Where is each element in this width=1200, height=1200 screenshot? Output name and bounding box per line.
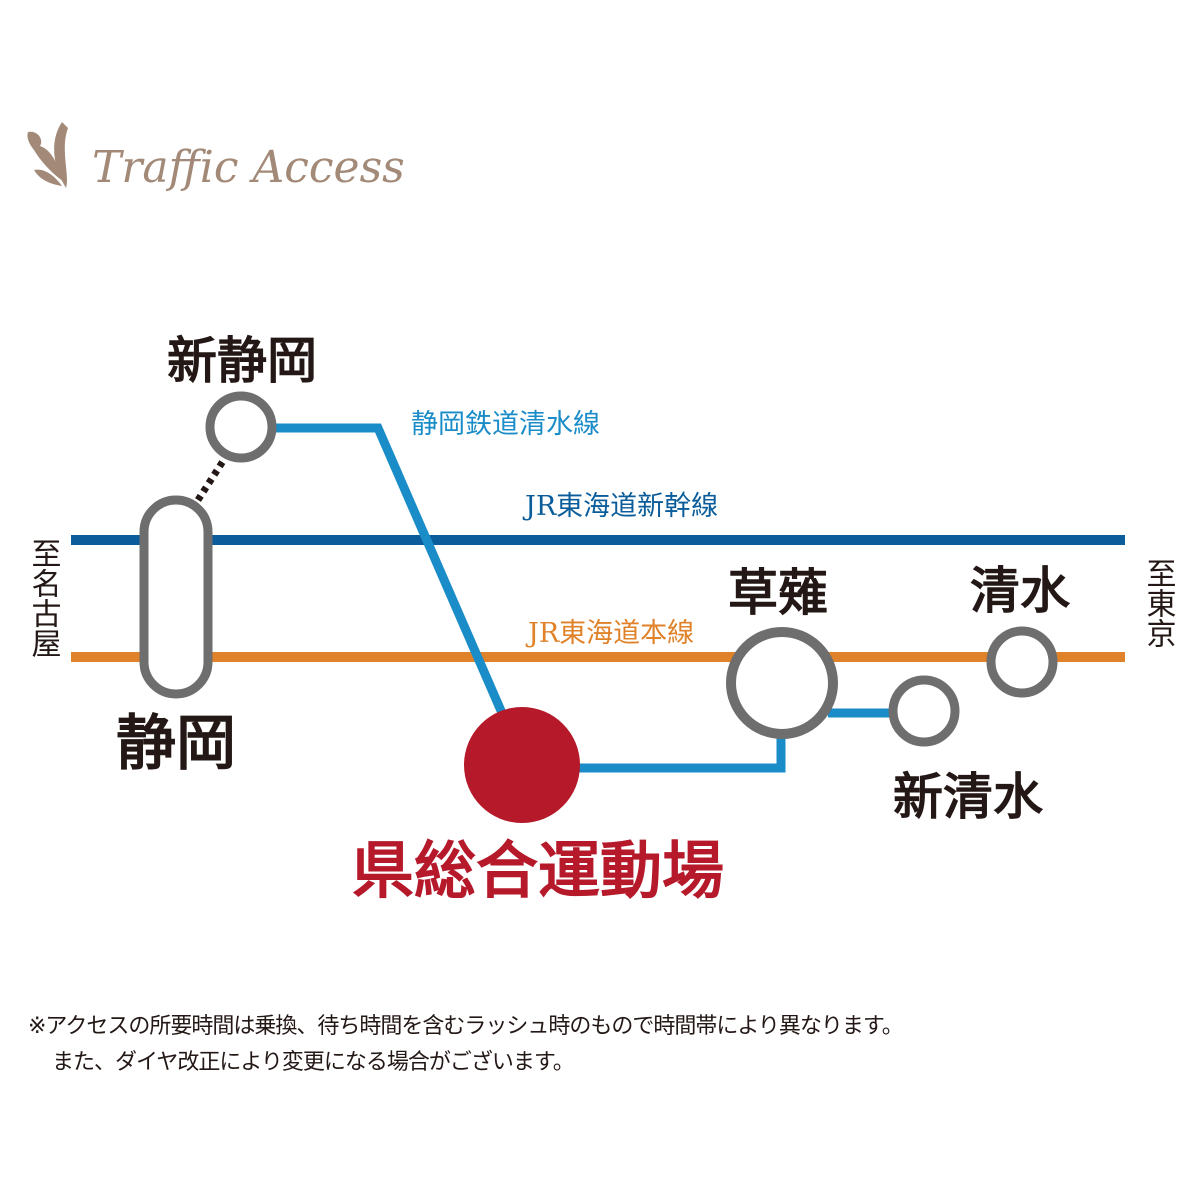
- station-shin-shizuoka-label: 新静岡: [167, 331, 317, 390]
- station-shimizu-marker[interactable]: [986, 626, 1058, 698]
- access-line: [578, 732, 786, 773]
- leaf-ornament-icon: [27, 122, 68, 188]
- station-shin-shizuoka-marker[interactable]: [205, 391, 277, 463]
- direction-east-label: 至東京: [1141, 558, 1176, 648]
- destination-label: 県総合運動場: [352, 834, 724, 907]
- direction-west-label: 至名古屋: [26, 538, 61, 658]
- station-shin-shimizu-label: 新清水: [893, 767, 1044, 826]
- tokaido-label: JR東海道本線: [525, 618, 694, 649]
- footnote-line-2: また、ダイヤ改正により変更になる場合がございます。: [52, 1050, 575, 1075]
- station-shizuoka-marker[interactable]: [139, 495, 213, 699]
- shizutetsu-label: 静岡鉄道清水線: [411, 409, 600, 440]
- footnote-line-1: ※アクセスの所要時間は乗換、待ち時間を含むラッシュ時のもので時間帯により異なりま…: [28, 1014, 904, 1039]
- walking-connection: [195, 456, 228, 502]
- header-title: Traffic Access: [92, 142, 405, 193]
- station-kusanagi-label: 草薙: [728, 563, 828, 622]
- shizutetsu-line: [272, 423, 510, 722]
- station-shin-shimizu-marker[interactable]: [888, 675, 960, 747]
- destination-marker[interactable]: [464, 707, 580, 823]
- station-shimizu-label: 清水: [970, 561, 1071, 620]
- station-shizuoka-label: 静岡: [116, 709, 236, 779]
- station-kusanagi-marker[interactable]: [726, 627, 838, 739]
- shinkansen-label: JR東海道新幹線: [522, 491, 718, 522]
